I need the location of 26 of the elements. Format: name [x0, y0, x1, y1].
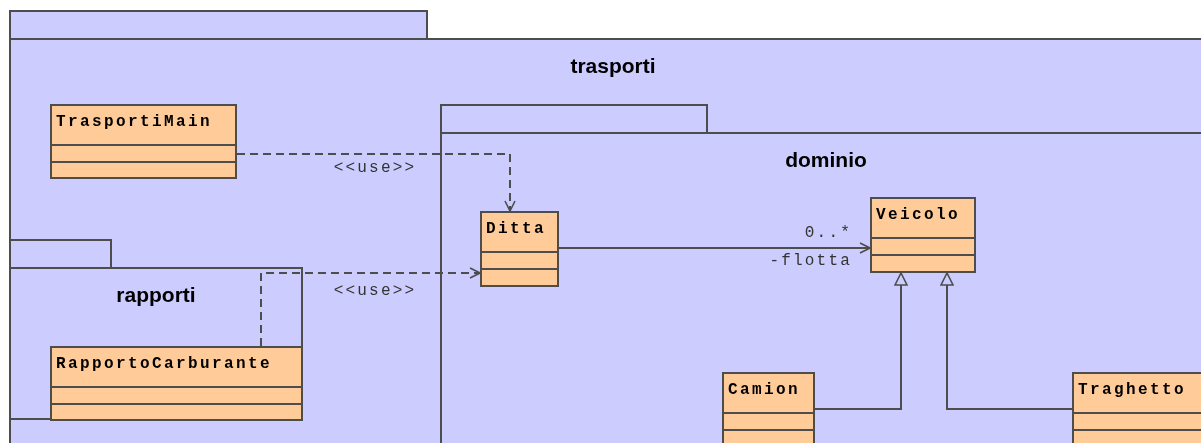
edge-label: -flotta	[769, 251, 852, 271]
package-frame	[440, 104, 1201, 443]
class-name: RapportoCarburante	[56, 355, 273, 373]
multiplicity-label: 0..*	[804, 223, 852, 243]
package-name: dominio	[785, 147, 867, 173]
class-name: Veicolo	[876, 206, 960, 224]
package-name: rapporti	[116, 282, 196, 308]
class-box	[50, 104, 237, 179]
class-box	[870, 197, 976, 273]
package-name: trasporti	[570, 53, 656, 79]
class-name: TrasportiMain	[56, 113, 213, 131]
class-box	[722, 372, 815, 443]
edge-label: <<use>>	[333, 281, 417, 301]
package-frame	[9, 10, 1201, 443]
class-name: Ditta	[486, 220, 546, 238]
class-box	[1072, 372, 1201, 443]
class-name: Traghetto	[1078, 381, 1186, 399]
class-box	[50, 346, 303, 421]
class-box	[480, 211, 559, 287]
association-arrow	[558, 242, 871, 254]
dependency-arrow	[260, 267, 481, 347]
class-name: Camion	[728, 381, 800, 399]
dependency-arrow	[236, 153, 516, 212]
inheritance-arrow	[940, 272, 1073, 410]
edge-label: <<use>>	[333, 158, 417, 178]
inheritance-arrow	[814, 272, 908, 410]
